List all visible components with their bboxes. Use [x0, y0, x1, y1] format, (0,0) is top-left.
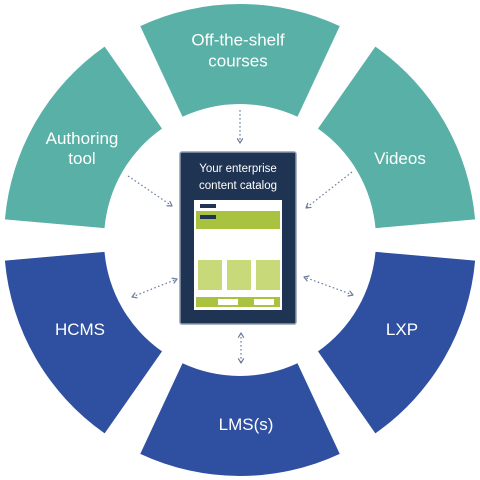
segment-videos: Videos — [318, 46, 476, 229]
segment-label-authoring-line-1: Authoring — [46, 129, 119, 148]
segment-shape-lms — [140, 363, 340, 476]
segment-shape-lxp — [318, 251, 476, 434]
catalog-title-line-2: content catalog — [199, 180, 277, 192]
screen-card — [198, 260, 222, 290]
center-catalog: Your enterprise content catalog — [179, 151, 297, 325]
connector-line-lxp — [303, 276, 354, 296]
arrowhead-center-lms — [237, 358, 245, 364]
connector-off-the-shelf — [236, 110, 244, 144]
segment-label-off-the-shelf-line-1: Off-the-shelf — [191, 31, 285, 50]
screen-card — [256, 260, 280, 290]
segment-shape-off-the-shelf — [140, 3, 340, 117]
arrowhead-center-hcms — [171, 277, 178, 284]
segment-label-lms: LMS(s) — [219, 415, 274, 434]
connector-lms — [237, 332, 245, 364]
segment-lxp: LXP — [318, 251, 476, 434]
segment-shape-authoring — [4, 46, 162, 229]
segment-lms: LMS(s) — [140, 363, 340, 476]
segment-label-hcms: HCMS — [55, 320, 105, 339]
segment-hcms: HCMS — [4, 251, 162, 434]
arrowhead-center-lxp — [303, 275, 310, 282]
connector-line-authoring — [127, 175, 173, 207]
screen-logo-bar — [200, 204, 216, 208]
segment-label-lxp: LXP — [386, 320, 418, 339]
arrowhead-segment-hcms — [131, 292, 138, 299]
arrowhead-center-authoring — [166, 200, 173, 207]
arrowhead-center-off-the-shelf — [236, 138, 244, 144]
screen-hero-band — [196, 211, 280, 229]
segment-shape-videos — [318, 46, 476, 229]
arrowhead-segment-lxp — [347, 290, 354, 297]
arrows-layer — [127, 110, 354, 364]
segment-off-the-shelf: Off-the-shelf courses — [140, 3, 340, 117]
screen-card — [227, 260, 251, 290]
connector-lxp — [303, 275, 354, 297]
segment-label-videos: Videos — [374, 149, 426, 168]
screen-hero-title-bar — [200, 215, 216, 219]
segment-label-authoring-line-2: tool — [68, 149, 95, 168]
arrowhead-segment-lms — [237, 332, 245, 338]
catalog-screen-mockup — [194, 200, 282, 310]
arrowhead-center-videos — [305, 202, 312, 209]
segment-shape-hcms — [4, 251, 162, 434]
screen-footer-slot — [218, 299, 238, 305]
connector-line-videos — [305, 171, 353, 209]
connector-hcms — [131, 277, 178, 299]
screen-footer-slot — [254, 299, 274, 305]
connector-authoring — [127, 175, 173, 207]
connector-line-hcms — [131, 278, 178, 298]
catalog-title-line-1: Your enterprise — [199, 163, 277, 175]
connector-videos — [305, 171, 353, 209]
screen-header — [196, 202, 280, 210]
segment-label-off-the-shelf-line-2: courses — [208, 52, 268, 71]
